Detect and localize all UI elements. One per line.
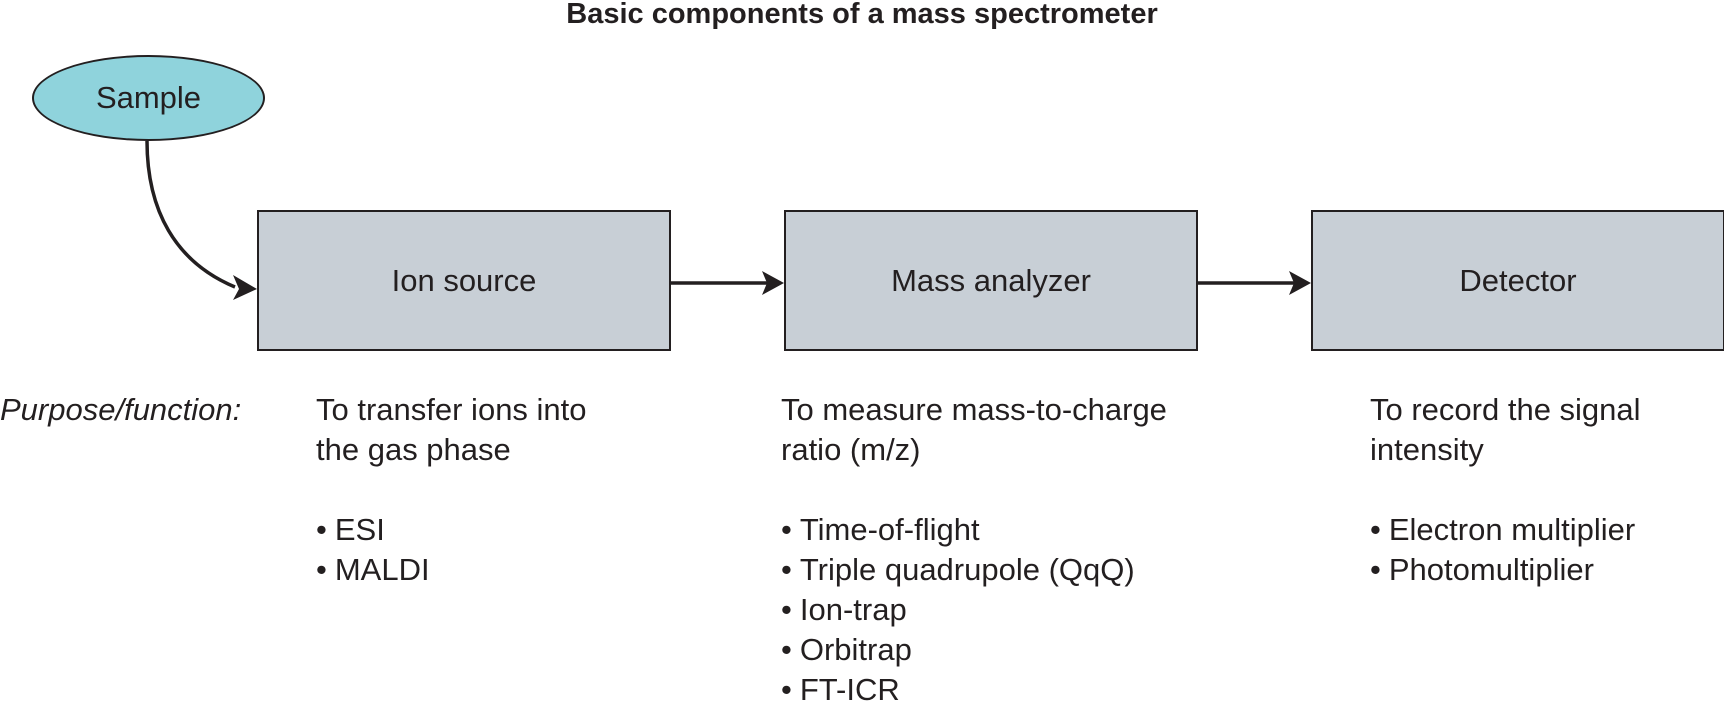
mass-analyzer-purpose-line-2: ratio (m/z) bbox=[781, 432, 921, 467]
list-item: Electron multiplier bbox=[1370, 510, 1710, 550]
list-item: MALDI bbox=[316, 550, 676, 590]
ion-source-description: To transfer ions into the gas phase ESI … bbox=[316, 390, 676, 590]
purpose-function-label: Purpose/function: bbox=[0, 392, 242, 427]
sample-arrowhead bbox=[233, 275, 257, 300]
sample-to-ion-source-arrow bbox=[145, 140, 236, 289]
detector-description: To record the signal intensity Electron … bbox=[1370, 390, 1710, 590]
diagram-title: Basic components of a mass spectrometer bbox=[566, 0, 1158, 30]
detector-purpose-line-2: intensity bbox=[1370, 432, 1484, 467]
ion-source-box: Ion source bbox=[257, 210, 671, 351]
list-item: Orbitrap bbox=[781, 630, 1221, 670]
list-item: Photomultiplier bbox=[1370, 550, 1710, 590]
mass-analyzer-description: To measure mass-to-charge ratio (m/z) Ti… bbox=[781, 390, 1221, 710]
ion-source-label: Ion source bbox=[391, 262, 537, 298]
detector-examples-list: Electron multiplier Photomultiplier bbox=[1370, 510, 1710, 590]
detector-box: Detector bbox=[1311, 210, 1724, 351]
mass-analyzer-purpose-line-1: To measure mass-to-charge bbox=[781, 392, 1167, 427]
ion-source-purpose-line-2: the gas phase bbox=[316, 432, 511, 467]
mass-analyzer-arrowhead bbox=[762, 271, 784, 295]
ion-source-examples-list: ESI MALDI bbox=[316, 510, 676, 590]
list-item: Triple quadrupole (QqQ) bbox=[781, 550, 1221, 590]
detector-purpose-line-1: To record the signal bbox=[1370, 392, 1641, 427]
detector-label: Detector bbox=[1459, 262, 1577, 298]
mass-analyzer-box: Mass analyzer bbox=[784, 210, 1198, 351]
list-item: ESI bbox=[316, 510, 676, 550]
mass-analyzer-examples-list: Time-of-flight Triple quadrupole (QqQ) I… bbox=[781, 510, 1221, 710]
mass-analyzer-label: Mass analyzer bbox=[891, 262, 1091, 298]
list-item: Time-of-flight bbox=[781, 510, 1221, 550]
sample-node: Sample bbox=[32, 55, 265, 141]
sample-label: Sample bbox=[95, 80, 202, 115]
list-item: FT-ICR bbox=[781, 670, 1221, 710]
detector-arrowhead bbox=[1289, 271, 1311, 295]
ion-source-purpose-line-1: To transfer ions into bbox=[316, 392, 587, 427]
list-item: Ion-trap bbox=[781, 590, 1221, 630]
